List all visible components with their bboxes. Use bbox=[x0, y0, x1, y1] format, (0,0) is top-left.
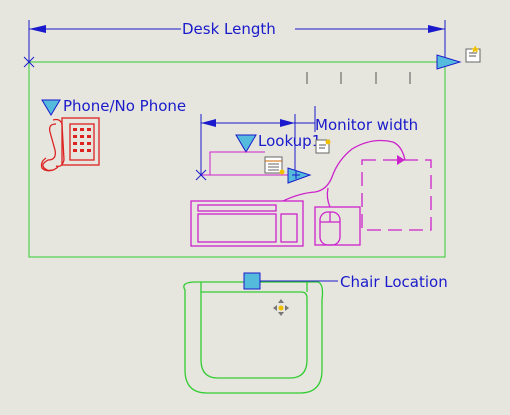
lookup-table-grip-icon[interactable] bbox=[287, 167, 312, 184]
monitor-width-dimension[interactable]: Monitor width bbox=[200, 106, 418, 175]
chair-location-label: Chair Location bbox=[340, 273, 448, 291]
action-icon[interactable] bbox=[465, 45, 481, 63]
phone-visibility-label: Phone/No Phone bbox=[63, 97, 186, 115]
lookup-table-icon[interactable] bbox=[264, 156, 285, 175]
chair-location-parameter[interactable]: Chair Location bbox=[243, 272, 448, 291]
visibility-grip-icon[interactable] bbox=[41, 99, 61, 116]
lookup-label: Lookup1 bbox=[258, 132, 321, 150]
telephone-icon bbox=[40, 117, 100, 172]
base-point-x-icon[interactable] bbox=[23, 56, 35, 68]
point-grip-icon[interactable] bbox=[243, 272, 261, 290]
lookup-grip-icon[interactable] bbox=[235, 134, 257, 153]
desk-length-dimension[interactable]: Desk Length bbox=[28, 19, 446, 62]
desk-length-grip-icon[interactable] bbox=[436, 54, 462, 70]
lookup-action-icon[interactable] bbox=[315, 139, 331, 154]
monitor-width-label: Monitor width bbox=[315, 116, 418, 134]
desk-length-label: Desk Length bbox=[182, 20, 276, 38]
desk-outline bbox=[28, 61, 446, 258]
lookup-base-point-x-icon[interactable] bbox=[195, 169, 207, 181]
increment-ticks bbox=[306, 72, 411, 84]
lookup-parameter bbox=[201, 151, 288, 176]
chair-block bbox=[183, 281, 324, 394]
move-icon[interactable] bbox=[273, 299, 289, 316]
computer-block bbox=[190, 139, 432, 247]
